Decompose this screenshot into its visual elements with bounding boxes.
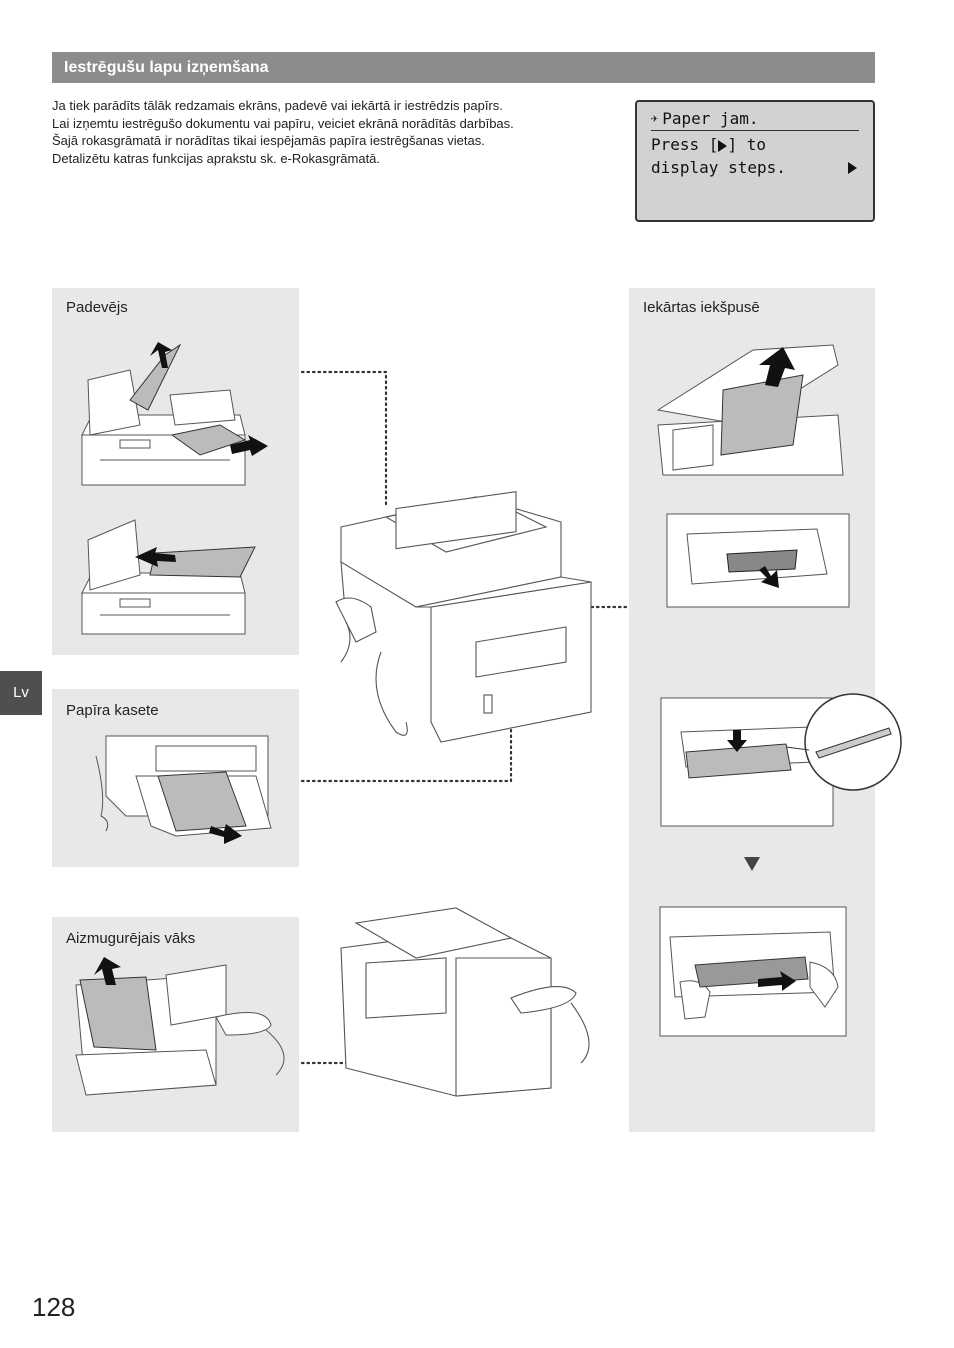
right-arrow-icon (848, 162, 857, 174)
feeder-illustration-1 (81, 342, 268, 486)
feeder-label: Padevējs (66, 299, 128, 316)
down-arrow-icon (744, 857, 760, 871)
page-number: 128 (32, 1292, 76, 1322)
intro-line: Detalizētu katras funkcijas aprakstu sk.… (52, 150, 381, 166)
paper-jam-icon: ✈ (651, 111, 659, 125)
inside-illustration-2 (666, 513, 850, 608)
cassette-label: Papīra kasete (66, 702, 159, 719)
lcd-line-3-text: display steps. (651, 158, 786, 177)
lcd-line-1: Paper jam. (662, 108, 759, 128)
lcd-line-3: display steps. (651, 156, 859, 179)
printer-front-illustration (335, 491, 592, 743)
lcd-line-2b: ] to (727, 135, 766, 154)
right-arrow-icon (718, 139, 728, 152)
lcd-line-2a: Press [ (651, 135, 719, 154)
lcd-screen: ✈ Paper jam. Press [ ] to display steps. (635, 100, 875, 222)
inside-illustration-1 (656, 344, 844, 476)
intro-line: Lai izņemtu iestrēgušo dokumentu vai pap… (52, 115, 514, 131)
inside-label: Iekārtas iekšpusē (643, 299, 760, 316)
rear-cover-label: Aizmugurējais vāks (66, 930, 196, 947)
cassette-illustration (95, 735, 272, 844)
rear-cover-illustration (75, 957, 285, 1096)
inside-illustration-4 (659, 906, 847, 1037)
intro-line: Šajā rokasgrāmatā ir norādītas tikai ies… (52, 133, 485, 148)
intro-line: Ja tiek parādīts tālāk redzamais ekrāns,… (52, 98, 503, 113)
language-tab: Lv (0, 671, 42, 715)
lcd-line-2: Press [ ] to (651, 133, 859, 156)
feeder-illustration-2 (81, 519, 256, 635)
inside-illustration-3 (660, 693, 902, 827)
printer-rear-illustration (340, 907, 590, 1097)
section-title: Iestrēgušu lapu izņemšana (52, 52, 875, 83)
intro-text: Ja tiek parādīts tālāk redzamais ekrāns,… (52, 97, 612, 167)
